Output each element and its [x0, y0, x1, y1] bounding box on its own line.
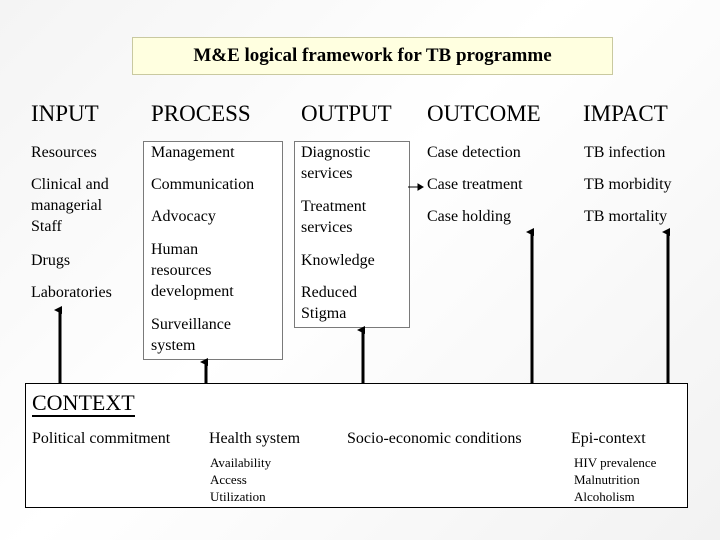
- input-header: INPUT: [31, 101, 99, 126]
- input-item-laboratories: Laboratories: [31, 284, 112, 301]
- output-item-knowledge: Knowledge: [301, 252, 375, 269]
- process-item-surveillance: Surveillance system: [151, 316, 231, 354]
- epi-hiv-prevalence: HIV prevalence: [574, 455, 657, 470]
- output-item-stigma: Reduced Stigma: [301, 284, 357, 322]
- process-item-management: Management: [151, 144, 235, 161]
- outcome-item-detection: Case detection: [427, 144, 521, 161]
- input-item-drugs: Drugs: [31, 252, 71, 269]
- diagram-title: M&E logical framework for TB programme: [132, 37, 613, 75]
- health-system-utilization: Utilization: [210, 489, 266, 504]
- impact-item-infection: TB infection: [584, 144, 666, 161]
- context-health-system: Health system: [209, 430, 301, 447]
- context-political-commitment: Political commitment: [32, 430, 171, 447]
- impact-item-mortality: TB mortality: [584, 208, 668, 225]
- health-system-availability: Availability: [210, 455, 272, 470]
- context-socio-economic: Socio-economic conditions: [347, 430, 522, 447]
- process-column-box: [143, 141, 283, 360]
- outcome-header: OUTCOME: [427, 101, 541, 126]
- context-epi-context: Epi-context: [571, 430, 646, 447]
- context-title: CONTEXT: [32, 390, 135, 417]
- output-header: OUTPUT: [301, 101, 392, 126]
- process-item-advocacy: Advocacy: [151, 208, 216, 225]
- outcome-item-holding: Case holding: [427, 208, 511, 225]
- health-system-access: Access: [210, 472, 247, 487]
- process-header: PROCESS: [151, 101, 251, 126]
- process-item-hr-development: Human resources development: [151, 241, 234, 300]
- input-item-resources: Resources: [31, 144, 97, 161]
- epi-malnutrition: Malnutrition: [574, 472, 640, 487]
- process-item-communication: Communication: [151, 176, 255, 193]
- impact-item-morbidity: TB morbidity: [584, 176, 672, 193]
- context-box: [25, 383, 688, 508]
- impact-header: IMPACT: [583, 101, 668, 126]
- output-item-diagnostic: Diagnostic services: [301, 144, 371, 182]
- outcome-item-treatment: Case treatment: [427, 176, 523, 193]
- epi-alcoholism: Alcoholism: [574, 489, 635, 504]
- output-item-treatment: Treatment services: [301, 198, 367, 236]
- output-column-box: [294, 141, 410, 328]
- input-item-staff: Clinical and managerial Staff: [31, 176, 109, 235]
